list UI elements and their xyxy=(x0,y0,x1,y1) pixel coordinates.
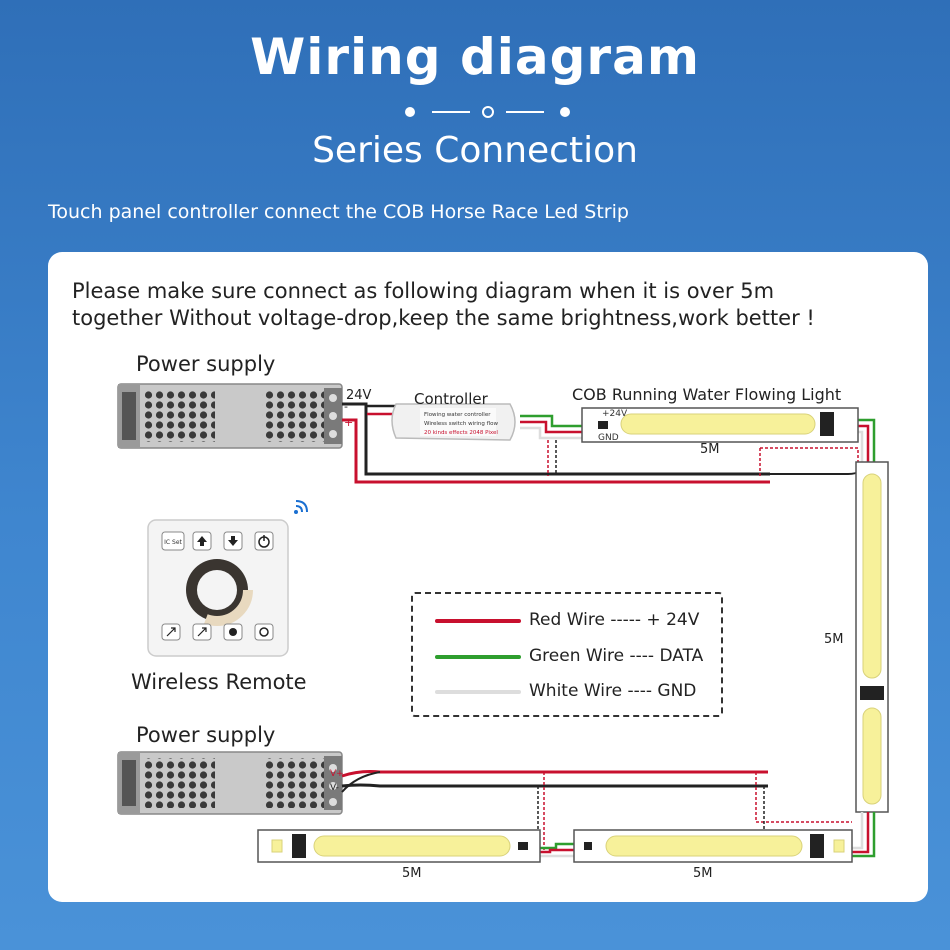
power-supply-top-label: Power supply xyxy=(136,352,276,376)
voltage-label: 24V xyxy=(346,388,372,403)
cob-strip-bottom-right xyxy=(573,829,853,863)
length-right-label: 5M xyxy=(824,632,844,647)
wireless-remote: IC Set xyxy=(147,519,289,657)
power-supply-bottom-label: Power supply xyxy=(136,723,276,747)
bottom-wires xyxy=(341,770,876,858)
cob-strip-bottom-left xyxy=(257,829,541,863)
length-bottom-right-label: 5M xyxy=(693,866,713,881)
note-line-1: Please make sure connect as following di… xyxy=(72,279,775,303)
controller-label: Controller xyxy=(414,390,488,408)
controller-text-1: Flowing water controller xyxy=(424,412,491,418)
svg-text:IC Set: IC Set xyxy=(164,539,182,546)
legend-line-red xyxy=(435,619,521,623)
controller-text-2: Wireless switch wiring flow xyxy=(424,421,498,427)
legend-line-white xyxy=(435,690,521,694)
title-divider xyxy=(405,106,570,118)
controller-device xyxy=(391,403,516,441)
strip-plus-label: +24V xyxy=(602,409,628,419)
legend-text-green: Green Wire ---- DATA xyxy=(529,646,704,666)
psu-plus-label: + xyxy=(344,416,353,429)
wifi-icon xyxy=(294,500,308,514)
wire-legend: Red Wire ----- + 24V Green Wire ---- DAT… xyxy=(411,592,723,717)
legend-row-red: Red Wire ----- + 24V xyxy=(413,610,725,632)
wireless-remote-label: Wireless Remote xyxy=(131,670,307,694)
cob-strip-top xyxy=(581,407,859,443)
cob-strip-right xyxy=(855,461,889,813)
top-wires xyxy=(342,402,876,484)
length-top-label: 5M xyxy=(700,442,720,457)
legend-row-green: Green Wire ---- DATA xyxy=(413,646,725,668)
legend-text-white: White Wire ---- GND xyxy=(529,681,697,701)
page-subtitle: Series Connection xyxy=(312,130,638,171)
strip-gnd-label: GND xyxy=(598,433,619,443)
psu-v-minus-label: V- xyxy=(330,783,339,793)
power-supply-top xyxy=(117,383,343,449)
power-supply-bottom xyxy=(117,751,343,815)
controller-text-3: 20 kinds effects 2048 Pixel xyxy=(424,430,498,436)
psu-v-plus-label: V+ xyxy=(330,769,344,779)
psu-minus-label: - xyxy=(344,400,348,413)
legend-row-white: White Wire ---- GND xyxy=(413,681,725,703)
legend-text-red: Red Wire ----- + 24V xyxy=(529,610,700,630)
strip-title-label: COB Running Water Flowing Light xyxy=(572,385,842,404)
page-title: Wiring diagram xyxy=(250,28,700,86)
length-bottom-left-label: 5M xyxy=(402,866,422,881)
note-text: Please make sure connect as following di… xyxy=(72,278,815,332)
legend-line-green xyxy=(435,655,521,659)
intro-text: Touch panel controller connect the COB H… xyxy=(48,201,629,223)
note-line-2: together Without voltage-drop,keep the s… xyxy=(72,306,815,330)
